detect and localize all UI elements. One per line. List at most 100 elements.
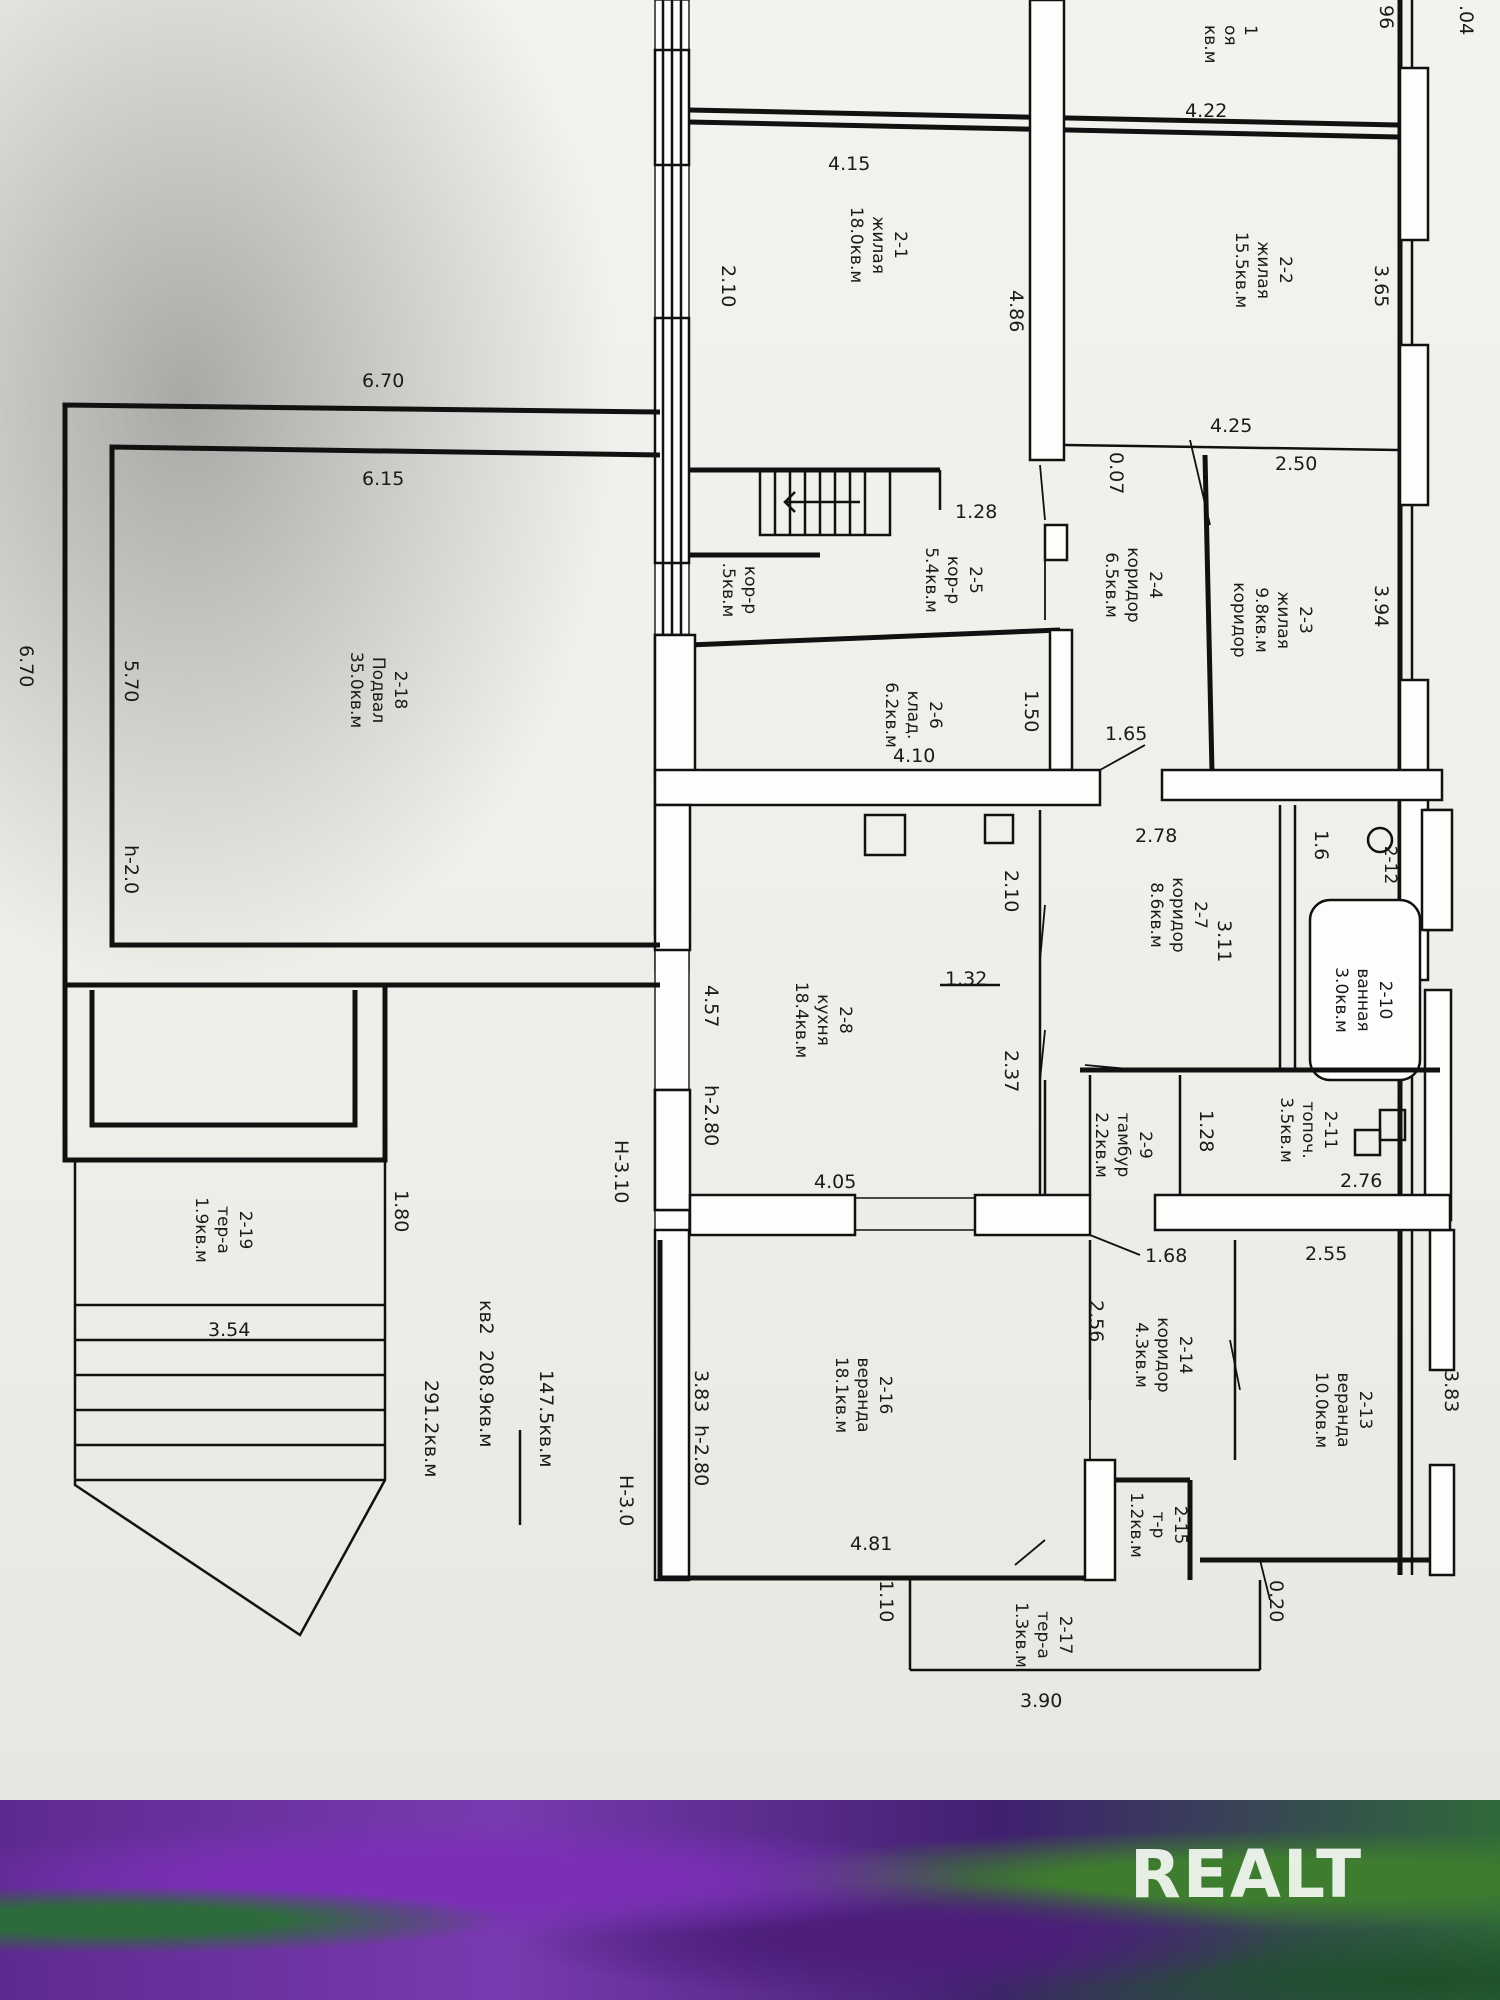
- room-area: .5кв.м: [718, 563, 738, 618]
- dimension: 4.05: [814, 1171, 856, 1193]
- terrace-outer: [62, 985, 388, 1163]
- room-type: жилая: [868, 216, 888, 274]
- stair-arrow-head: [783, 491, 796, 513]
- room-label-2-1: 2-1 жилая 18.0кв.м: [846, 207, 910, 283]
- room-id: 2-8: [835, 1006, 855, 1034]
- room-label-small-corridor: кор-р .5кв.м: [718, 563, 760, 618]
- room-label-2-6: 2-6 клад. 6.2кв.м: [881, 682, 945, 748]
- wall-2-6-right: [1048, 628, 1074, 772]
- room-label-2-12: 2-12: [1380, 846, 1400, 885]
- total-291: 291.2кв.м: [420, 1380, 442, 1477]
- wall-pier: [1398, 343, 1430, 507]
- wall-pier: [1428, 1228, 1456, 1372]
- bath-tub: [1308, 898, 1422, 1082]
- dimension: 1.65: [1105, 723, 1147, 745]
- stairs: [758, 468, 892, 537]
- door: [1014, 1539, 1046, 1566]
- dimension: 4.22: [1185, 100, 1227, 122]
- room-type: Подвал: [368, 657, 388, 723]
- room-label-2-15: 2-15 т-р 1.2кв.м: [1126, 1492, 1190, 1558]
- door: [1259, 1559, 1271, 1601]
- room-label-2-16: 2-16 веранда 18.1кв.м: [831, 1357, 895, 1433]
- room-type: клад.: [903, 691, 923, 740]
- terrace-inner: [89, 990, 358, 1128]
- dimension: 4.25: [1210, 415, 1252, 437]
- room-type: т-р: [1148, 1512, 1168, 1539]
- dimension: .04: [1455, 5, 1477, 35]
- basement-inner: [109, 444, 661, 948]
- room-id: 2-5: [965, 566, 985, 594]
- dimension: 3.94: [1370, 585, 1392, 627]
- room-id: 2-14: [1175, 1336, 1195, 1375]
- terrace-steps: [73, 1160, 387, 1637]
- dimension: 1.50: [1020, 690, 1042, 732]
- dimension: 2.78: [1135, 825, 1177, 847]
- wall-2-6-bottom: [653, 768, 1102, 807]
- dimension: h-2.0: [120, 845, 142, 894]
- wall-2-7-top: [1160, 768, 1444, 802]
- room-label-top-partial: 1 оя кв.м: [1200, 25, 1260, 64]
- room-id: 2-16: [875, 1376, 895, 1415]
- dimension: 1.28: [955, 501, 997, 523]
- room-type-2: коридор: [1229, 582, 1249, 657]
- dimension: 2.10: [1000, 870, 1022, 912]
- room-area: 6.5кв.м: [1101, 552, 1121, 618]
- wall-block-2-6: [653, 633, 697, 777]
- sink-symbol: [983, 813, 1015, 845]
- room-label-2-11: 2-11 топоч. 3.5кв.м: [1276, 1097, 1340, 1163]
- dimension: 3.54: [208, 1319, 250, 1341]
- room-area: 18.1кв.м: [831, 1357, 851, 1433]
- room-label-2-2: 2-2 жилая 15.5кв.м: [1231, 232, 1295, 308]
- dimension: 0.07: [1105, 452, 1127, 494]
- floor-plan: 1 оя кв.м 2-1 жилая 18.0кв.м 2-2 жилая 1…: [15, 0, 1477, 1712]
- room-label-2-8: 2-8 кухня 18.4кв.м: [791, 982, 855, 1058]
- door: [1189, 439, 1211, 526]
- realt-watermark: REALT: [1130, 1836, 1364, 1913]
- dimension: 4.86: [1005, 290, 1027, 332]
- basement-outer: [62, 402, 661, 988]
- dimension: H-3.10: [610, 1140, 632, 1203]
- wall-kitchen-bottom: [688, 1193, 857, 1237]
- dimension: 5.70: [120, 660, 142, 702]
- door: [1229, 1339, 1241, 1391]
- dimension: 1.32: [945, 968, 987, 990]
- room-id: 2-9: [1135, 1131, 1155, 1159]
- wall-2-11-bottom: [1153, 1193, 1452, 1232]
- wall-2-5-2-6: [688, 627, 1061, 648]
- room-label-2-10: 2-10 ванная 3.0кв.м: [1331, 967, 1395, 1033]
- room-area: 1.9кв.м: [191, 1197, 211, 1263]
- dimension: h-2.80: [690, 1425, 712, 1486]
- total-208: 208.9кв.м: [475, 1350, 497, 1447]
- wall-2-1-2-2: [1028, 0, 1066, 462]
- wall-veranda-pier: [1083, 1458, 1117, 1582]
- totals: 147.5кв.м кв2 208.9кв.м 291.2кв.м: [420, 1300, 557, 1525]
- room-type: коридор: [1123, 547, 1143, 622]
- room-labels: 1 оя кв.м 2-1 жилая 18.0кв.м 2-2 жилая 1…: [191, 25, 1400, 1668]
- dimension: 3.65: [1370, 265, 1392, 307]
- room-type: тер-а: [1033, 1611, 1053, 1659]
- door: [1039, 904, 1046, 961]
- dimension: 1.28: [1195, 1110, 1217, 1152]
- dimension: 3.83: [690, 1370, 712, 1412]
- room-id: 2-13: [1355, 1391, 1375, 1430]
- wall-kitchen-left-2: [653, 1088, 692, 1212]
- room-area: 1.3кв.м: [1011, 1602, 1031, 1668]
- wall-kitchen-left: [653, 803, 692, 952]
- room-type: оя: [1220, 25, 1240, 46]
- door: [1089, 1234, 1141, 1256]
- dimension: 4.15: [828, 153, 870, 175]
- column: [1043, 523, 1069, 562]
- room-area: 3.0кв.м: [1331, 967, 1351, 1033]
- dimension: 4.57: [700, 985, 722, 1027]
- room-label-2-4: 2-4 коридор 6.5кв.м: [1101, 547, 1165, 622]
- room-area: 10.0кв.м: [1311, 1372, 1331, 1448]
- dimension: 4.10: [893, 745, 935, 767]
- room-label-2-7: 2-7 коридор 8.6кв.м: [1146, 877, 1210, 952]
- room-type: коридор: [1168, 877, 1188, 952]
- background-fabric: [0, 1800, 1500, 2000]
- room-type: веранда: [853, 1358, 873, 1433]
- room-area: 8.6кв.м: [1146, 882, 1166, 948]
- room-area: 15.5кв.м: [1231, 232, 1251, 308]
- room-id: 2-1: [890, 231, 910, 259]
- room-type: кухня: [813, 994, 833, 1046]
